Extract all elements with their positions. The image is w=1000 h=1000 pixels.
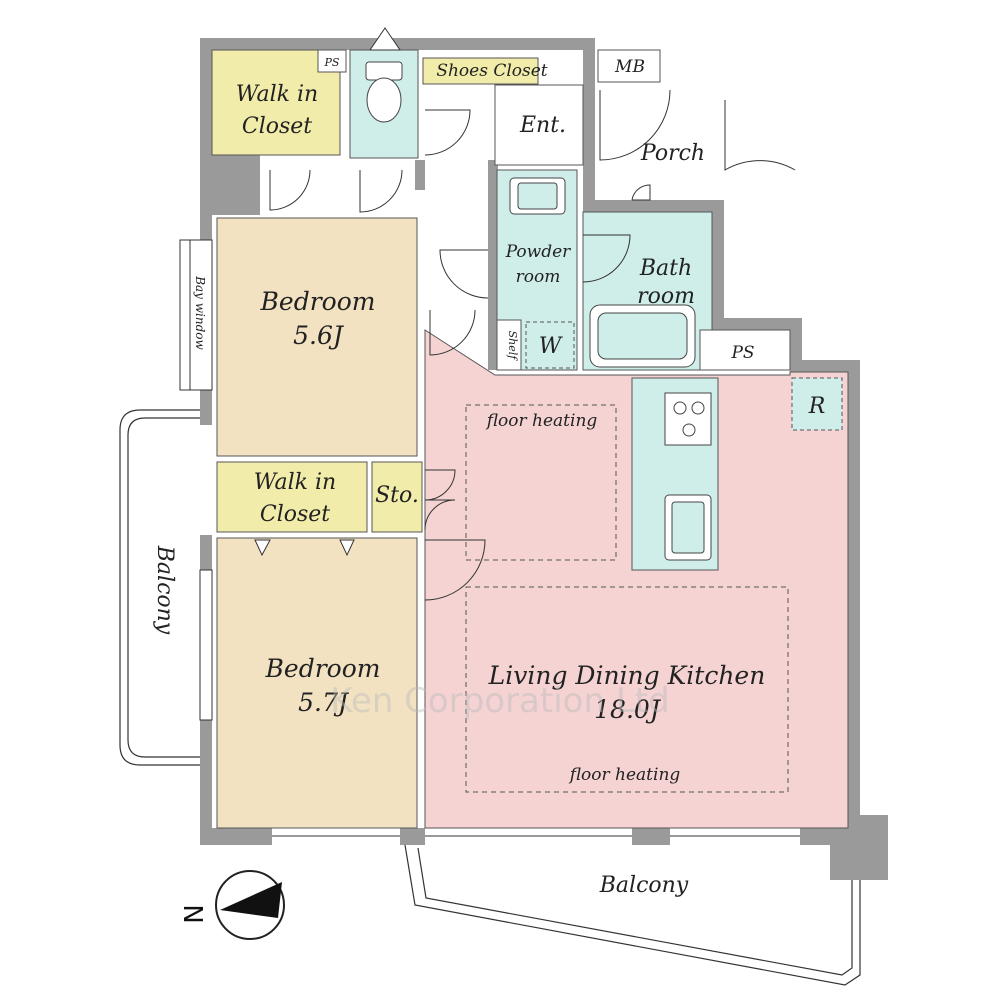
bay-window-label: Bay window: [193, 275, 207, 350]
ent-label: Ent.: [519, 113, 566, 138]
floor-heating-2-label: floor heating: [568, 765, 681, 785]
bath-room-label: Bath: [639, 256, 692, 281]
entrance: [494, 84, 584, 166]
doors: [254, 27, 796, 601]
toilet-icon: [365, 61, 403, 81]
ps-right-label: PS: [730, 343, 754, 363]
balcony-bottom-label: Balcony: [599, 873, 689, 898]
r-label: R: [808, 394, 826, 419]
balcony-left-outline: [119, 409, 200, 766]
ldk-room: [424, 329, 849, 829]
balcony-bottom-outline: [404, 844, 861, 986]
fridge-space: [791, 377, 843, 431]
walk-in-closet-2: [216, 461, 368, 533]
bedroom-1-size: 5.6J: [293, 321, 345, 350]
floor-heating-1-label: floor heating: [485, 411, 598, 431]
porch-label: Porch: [640, 141, 705, 166]
bay-window: [179, 239, 213, 391]
mb-box: [597, 49, 661, 83]
ldk-label: Living Dining Kitchen: [488, 661, 766, 690]
north-arrow-icon: N: [180, 870, 285, 940]
bedroom-2-size: 5.7J: [298, 688, 350, 717]
walk-in-closet-1-label: Walk in: [236, 82, 318, 107]
bedroom-2: [216, 537, 418, 829]
powder-room-label: Powder: [505, 242, 571, 262]
walk-in-closet-1-label-2: Closet: [242, 114, 312, 139]
shoes-closet: [422, 57, 539, 85]
balcony-left-label: Balcony: [152, 545, 177, 635]
balcony-left-outline-inner: [127, 417, 200, 758]
washer-space: [525, 321, 575, 369]
walk-in-closet-2-label: Walk in: [254, 470, 336, 495]
floor-heating-zone-1: [465, 404, 617, 561]
bath-room-label-2: room: [637, 284, 695, 309]
bedroom-1-label: Bedroom: [260, 287, 376, 316]
walk-in-closet-2-label-2: Closet: [260, 502, 330, 527]
mb-label: MB: [614, 57, 645, 77]
powder-room-label-2: room: [516, 267, 561, 287]
shoes-closet-label: Shoes Closet: [436, 61, 547, 81]
walls: [200, 38, 888, 880]
sto-label: Sto.: [375, 483, 419, 508]
bedroom-1: [216, 217, 418, 457]
side-window-lower: [199, 569, 213, 721]
compass-n-label: N: [180, 904, 210, 923]
ldk-size: 18.0J: [594, 695, 662, 724]
floor-heating-zone-2: [465, 586, 789, 793]
shelf-box: [496, 319, 522, 371]
shelf-label: Shelf: [506, 331, 519, 362]
w-label: W: [539, 334, 564, 359]
storage: [371, 461, 423, 533]
ps-box-right: [699, 329, 791, 371]
stove-icon: [664, 392, 712, 446]
bedroom-2-label: Bedroom: [265, 654, 381, 683]
ps-box-top: [317, 49, 347, 73]
balcony-bottom-outline-inner: [417, 847, 853, 976]
ps-top-label: PS: [324, 56, 340, 69]
watermark: Ken Corporation Ltd: [330, 681, 669, 721]
